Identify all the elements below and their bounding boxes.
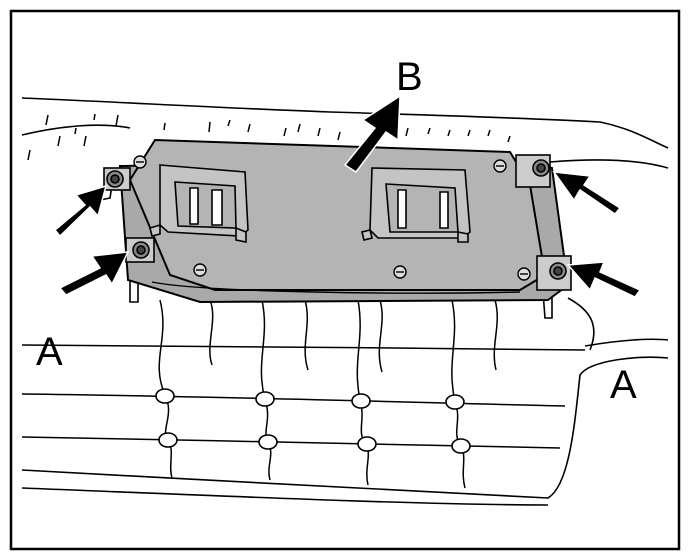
corner-fasteners xyxy=(103,154,572,291)
trim-texture-marks xyxy=(27,113,511,161)
label-a-right: A xyxy=(610,363,637,407)
arrow-upper-left xyxy=(53,184,108,238)
arrow-upper-right xyxy=(552,171,622,216)
label-b: B xyxy=(396,55,423,99)
arrow-lower-right xyxy=(566,261,642,298)
label-a-left: A xyxy=(36,330,63,374)
switch-cover-panel xyxy=(103,138,572,304)
arrow-b-direction xyxy=(343,94,401,174)
cover-lip xyxy=(151,281,521,294)
arrow-lower-left xyxy=(58,251,130,296)
fastener-arrows xyxy=(53,94,642,298)
cover-screws xyxy=(133,155,531,281)
trim-panel-outline xyxy=(21,97,669,506)
mounting-bracket-right xyxy=(361,167,471,243)
mounting-bracket-left xyxy=(149,164,249,243)
heater-grid-nodes xyxy=(155,388,471,454)
heater-grid xyxy=(21,299,586,489)
